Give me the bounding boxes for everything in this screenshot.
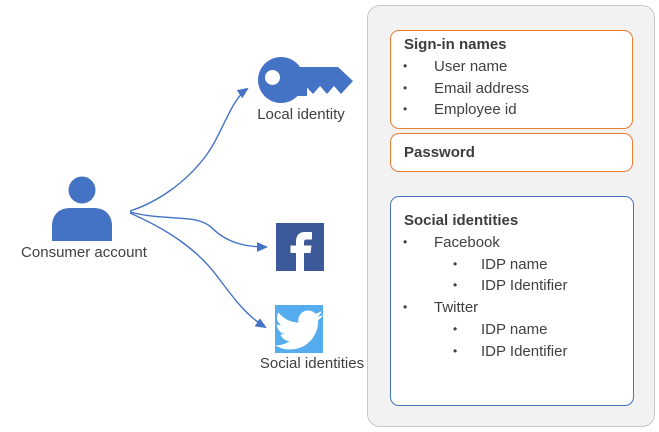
social-identities-title: Social identities [404, 212, 519, 229]
facebook-idp-name: IDP name [481, 255, 548, 273]
social-item-twitter: Twitter [434, 299, 479, 317]
twitter-idp-name: IDP name [481, 320, 548, 338]
person-icon [52, 176, 112, 241]
signin-item-username: User name [434, 58, 508, 75]
key-icon [258, 57, 353, 103]
bullet-icon: • [403, 102, 408, 117]
twitter-idp-identifier: IDP Identifier [481, 342, 568, 360]
connector-arrows [129, 87, 269, 329]
list-item: • Twitter [391, 297, 633, 319]
list-subitem: • IDP name [391, 319, 633, 341]
arrow-to-twitter [129, 212, 267, 329]
bullet-icon: • [453, 321, 458, 336]
password-title: Password [404, 143, 475, 161]
list-item: • User name [391, 56, 632, 78]
signin-item-employee-id: Employee id [434, 101, 517, 119]
signin-item-email: Email address [434, 79, 530, 97]
list-subitem: • IDP Identifier [391, 341, 633, 363]
signin-names-box: Sign-in names • User name • Email addres… [390, 30, 633, 129]
arrow-to-facebook [129, 211, 269, 252]
bullet-icon: • [453, 343, 458, 358]
social-identities-label: Social identities [259, 355, 365, 372]
social-identities-box: Social identities • Facebook • IDP name … [390, 196, 634, 406]
bullet-icon: • [453, 256, 458, 271]
list-item: • Email address [391, 78, 632, 100]
list-subitem: • IDP name [391, 254, 633, 276]
signin-names-title: Sign-in names [404, 36, 507, 53]
consumer-account-label: Consumer account [21, 244, 147, 261]
list-item: • Employee id [391, 99, 632, 121]
list-item: • Facebook [391, 232, 633, 254]
bullet-icon: • [403, 59, 408, 73]
twitter-icon [275, 305, 323, 353]
bullet-icon: • [453, 278, 458, 293]
local-identity-label: Local identity [257, 106, 345, 123]
bullet-icon: • [403, 300, 408, 315]
list-subitem: • IDP Identifier [391, 275, 633, 297]
password-box: Password [390, 133, 633, 172]
arrow-to-local-identity [129, 87, 249, 212]
social-item-facebook: Facebook [434, 234, 500, 251]
bullet-icon: • [403, 235, 408, 249]
facebook-icon [276, 223, 324, 271]
facebook-idp-identifier: IDP Identifier [481, 277, 568, 295]
bullet-icon: • [403, 80, 408, 95]
